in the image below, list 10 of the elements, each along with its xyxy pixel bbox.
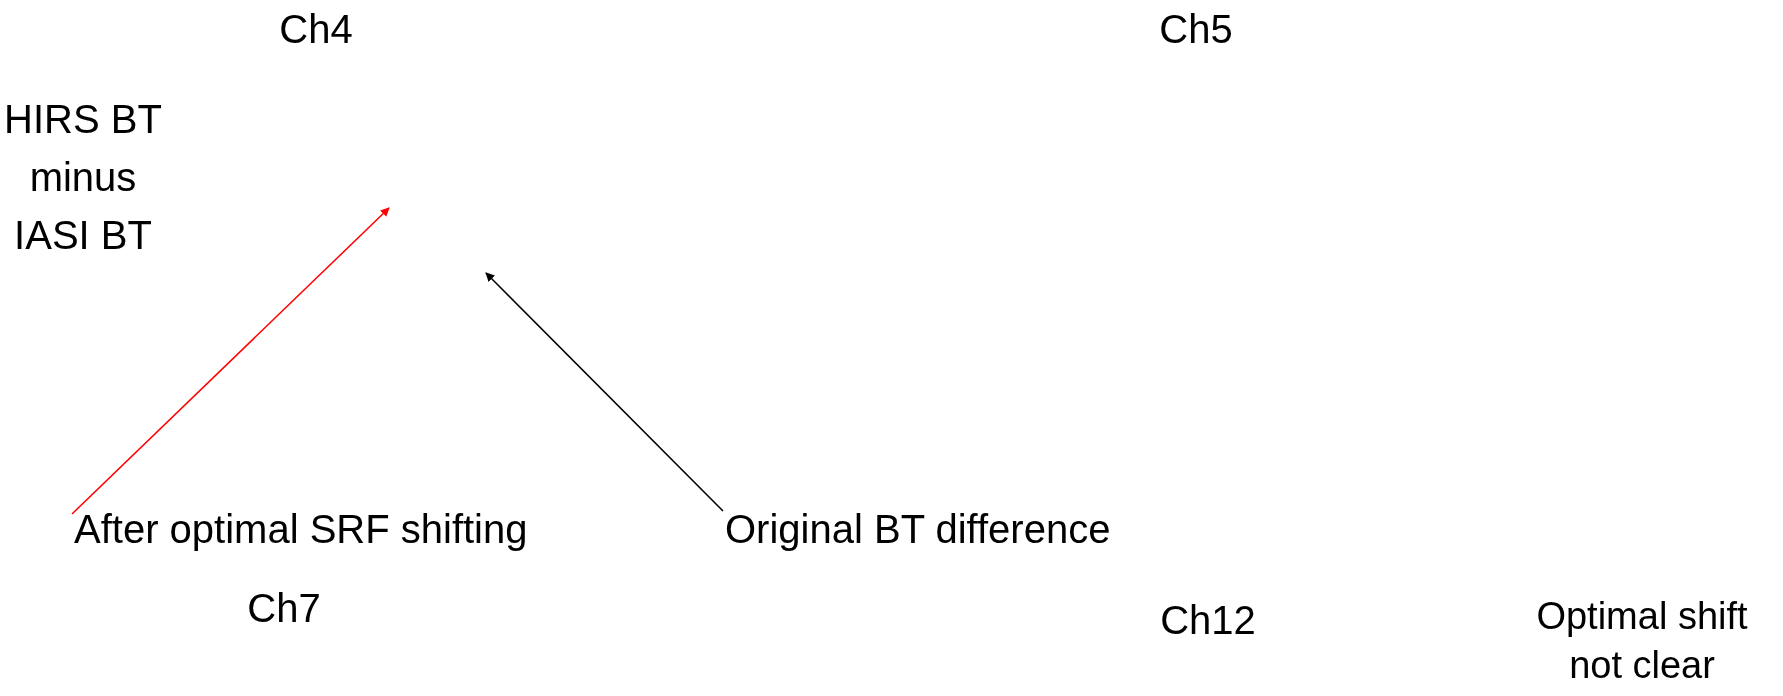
text-label: Ch5 [1158,6,1234,53]
arrow [71,207,390,515]
arrow [485,272,724,512]
text-label: HIRS BT minus IASI BT [3,96,163,259]
text-label: Ch12 [1159,597,1257,644]
text-label: Optimal shift not clear [1535,594,1749,689]
annotation-text: After optimal SRF shifting [74,500,528,558]
annotation-text: Original BT difference [725,500,1111,558]
text-label: Ch7 [246,585,322,632]
text-label: Ch4 [278,6,354,53]
